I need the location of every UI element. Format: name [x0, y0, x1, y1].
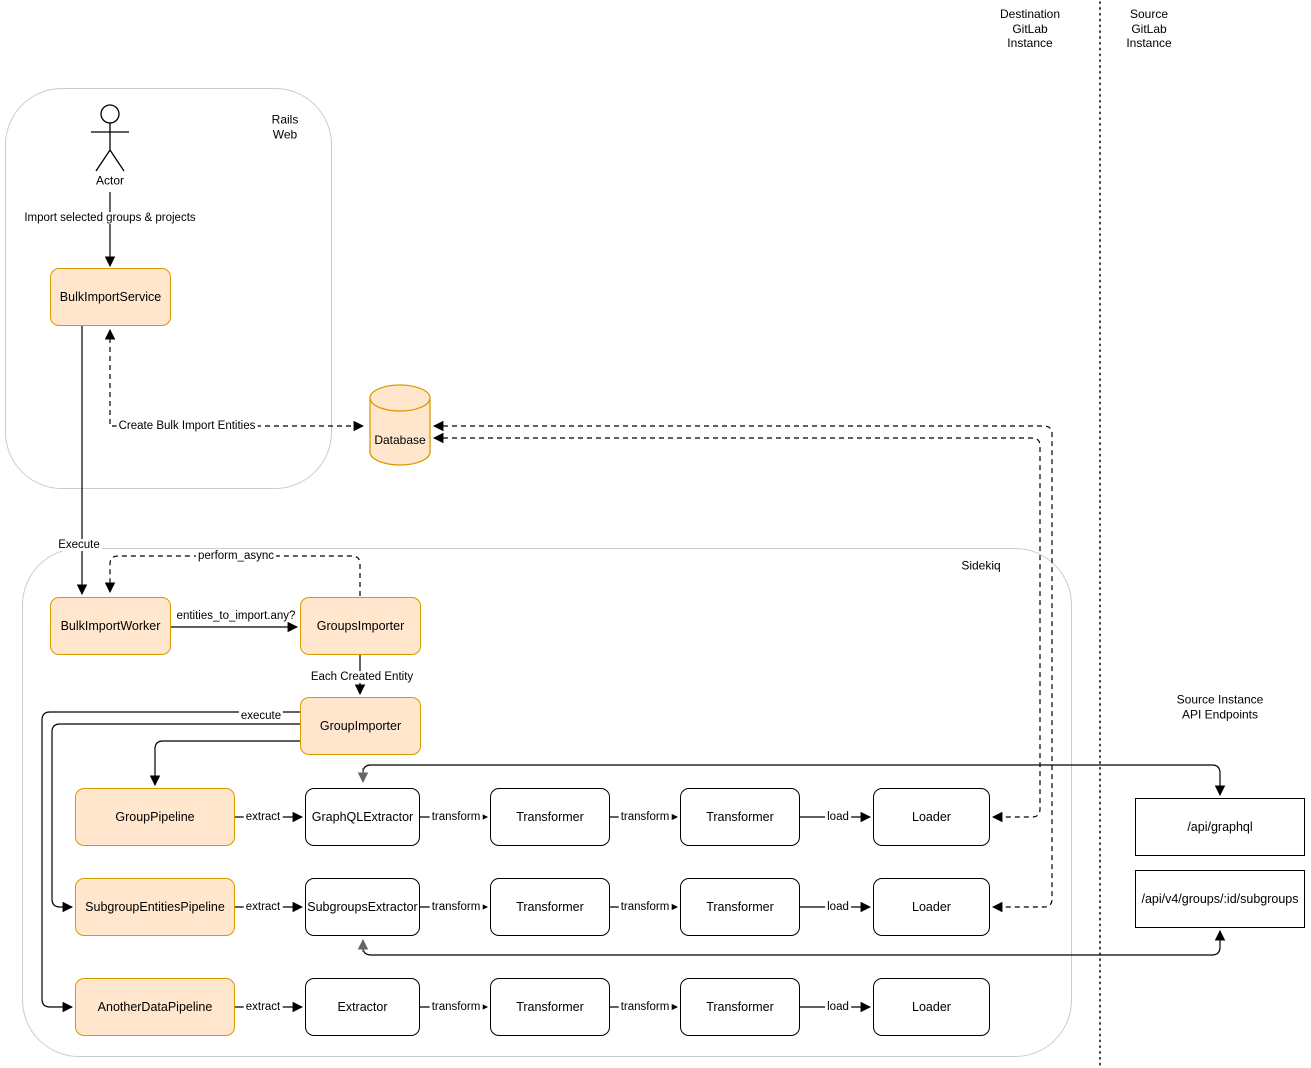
node-bulk-import-worker: BulkImportWorker	[50, 597, 171, 655]
edge-label-entities-to-import: entities_to_import.any?	[174, 610, 298, 622]
edge-label-extract-row3: extract	[243, 1001, 283, 1013]
edge-label-import-selected: Import selected groups & projects	[22, 212, 198, 224]
edge-label-extract-row1: extract	[243, 811, 283, 823]
edge-label-transform2-row2: transform	[618, 901, 672, 913]
node-subgroups-extractor: SubgroupsExtractor	[305, 878, 420, 936]
edge-label-load-row2: load	[825, 901, 851, 913]
node-transformer-row1-b: Transformer	[680, 788, 800, 846]
node-transformer-row3-b: Transformer	[680, 978, 800, 1036]
node-group-pipeline: GroupPipeline	[75, 788, 235, 846]
node-loader-row3: Loader	[873, 978, 990, 1036]
edge-label-execute: Execute	[56, 539, 102, 551]
api-endpoints-title: Source Instance API Endpoints	[1176, 692, 1264, 721]
edge-label-transform1-row1: transform	[429, 811, 483, 823]
edge-label-load-row1: load	[825, 811, 851, 823]
node-transformer-row2-b: Transformer	[680, 878, 800, 936]
sidekiq-container-label: Sidekiq	[961, 558, 1001, 573]
database-label: Database	[374, 433, 426, 447]
lane-label-destination: Destination GitLab Instance	[999, 7, 1061, 51]
node-api-graphql: /api/graphql	[1135, 798, 1305, 856]
node-groups-importer: GroupsImporter	[300, 597, 421, 655]
node-graphql-extractor: GraphQLExtractor	[305, 788, 420, 846]
node-loader-row2: Loader	[873, 878, 990, 936]
node-subgroup-entities-pipeline: SubgroupEntitiesPipeline	[75, 878, 235, 936]
node-transformer-row2-a: Transformer	[490, 878, 610, 936]
node-transformer-row1-a: Transformer	[490, 788, 610, 846]
edge-label-transform2-row3: transform	[618, 1001, 672, 1013]
edge-label-transform1-row3: transform	[429, 1001, 483, 1013]
database-cylinder-icon	[369, 384, 431, 466]
edge-label-extract-row2: extract	[243, 901, 283, 913]
node-transformer-row3-a: Transformer	[490, 978, 610, 1036]
edge-label-load-row3: load	[825, 1001, 851, 1013]
rails-web-container	[5, 88, 332, 489]
node-loader-row1: Loader	[873, 788, 990, 846]
edge-label-create-bulk-import-entities: Create Bulk Import Entities	[116, 420, 258, 432]
node-group-importer: GroupImporter	[300, 697, 421, 755]
node-api-subgroups: /api/v4/groups/:id/subgroups	[1135, 870, 1305, 928]
rails-web-container-label: Rails Web	[271, 112, 299, 141]
node-bulk-import-service: BulkImportService	[50, 268, 171, 326]
edge-label-transform2-row1: transform	[618, 811, 672, 823]
lane-label-source: Source GitLab Instance	[1126, 7, 1172, 51]
actor-label: Actor	[95, 173, 125, 188]
edge-label-perform-async: perform_async	[195, 550, 277, 562]
edge-label-each-created-entity: Each Created Entity	[308, 671, 416, 683]
edge-label-transform1-row2: transform	[429, 901, 483, 913]
node-another-data-pipeline: AnotherDataPipeline	[75, 978, 235, 1036]
edge-label-execute-pipeline: execute	[238, 710, 284, 722]
node-extractor: Extractor	[305, 978, 420, 1036]
